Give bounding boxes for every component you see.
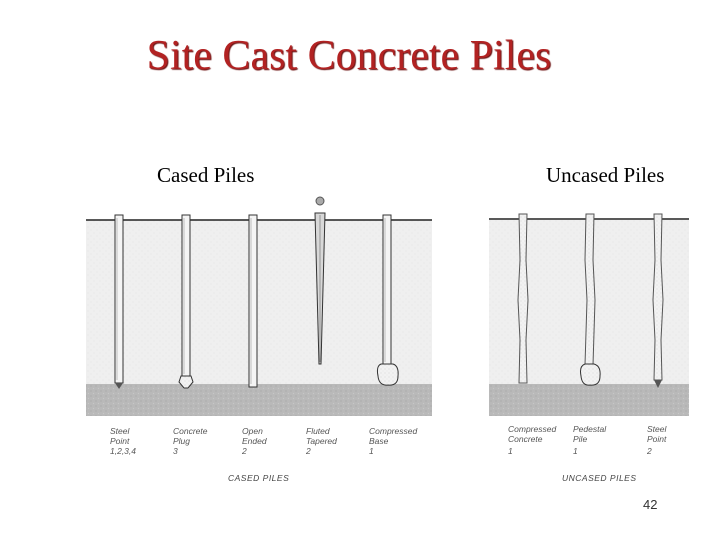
cased-piles-heading: Cased Piles <box>157 163 255 187</box>
compressed-base-pile <box>376 214 399 386</box>
soil-layer <box>86 220 432 384</box>
page-number: 42 <box>643 497 658 512</box>
uncased-label-2-code: 1 <box>573 446 578 456</box>
slide-title: Site Cast Concrete Piles <box>146 33 552 79</box>
cased-label-4-code: 2 <box>305 446 311 456</box>
cased-label-5-code: 1 <box>369 446 374 456</box>
uncased-piles-heading: Uncased Piles <box>546 163 665 187</box>
compressed-concrete-pile <box>517 213 529 384</box>
steel-point-pile <box>114 214 124 389</box>
pedestal-pile <box>580 213 601 386</box>
cased-label-1-code: 1,2,3,4 <box>110 446 136 456</box>
open-ended-pile <box>248 214 258 388</box>
cased-label-3-code: 2 <box>241 446 247 456</box>
fluted-tapered-pile <box>314 196 326 365</box>
cased-piles-caption: CASED PILES <box>228 473 289 483</box>
uncased-label-3-code: 2 <box>646 446 652 456</box>
bearing-stratum <box>489 384 689 416</box>
bearing-stratum <box>86 384 432 416</box>
cased-label-2-code: 3 <box>173 446 178 456</box>
uncased-piles-caption: UNCASED PILES <box>562 473 637 483</box>
steel-point-uncased-pile <box>652 213 664 388</box>
uncased-label-1-code: 1 <box>508 446 513 456</box>
concrete-plug-pile <box>178 214 194 389</box>
